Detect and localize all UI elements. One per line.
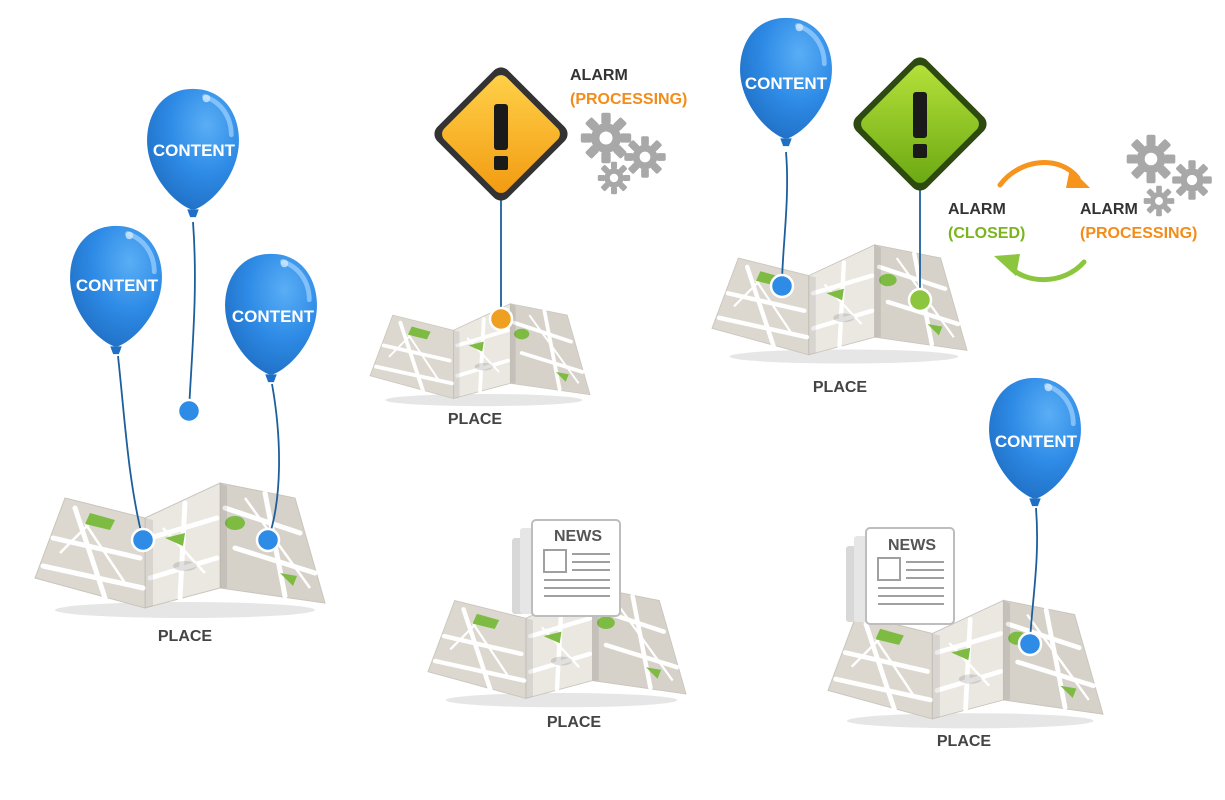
news-label: NEWS bbox=[888, 537, 936, 554]
cycle-arrow-icon bbox=[994, 160, 1090, 283]
alarm-status-processing: (PROCESSING) bbox=[1080, 225, 1197, 242]
balloon-label: CONTENT bbox=[995, 432, 1078, 451]
balloon-label: CONTENT bbox=[153, 141, 236, 160]
alarm-status-processing: (PROCESSING) bbox=[570, 91, 687, 108]
balloon-string bbox=[267, 383, 280, 541]
warning-sign-icon bbox=[434, 67, 568, 201]
balloon-icon: CONTENT bbox=[989, 378, 1081, 506]
balloon-label: CONTENT bbox=[232, 307, 315, 326]
place-label: PLACE bbox=[158, 628, 213, 645]
place-label: PLACE bbox=[547, 714, 602, 731]
pin-icon bbox=[488, 306, 514, 332]
pin-icon bbox=[176, 398, 202, 424]
alarm-label: ALARM bbox=[1080, 201, 1138, 218]
place-label: PLACE bbox=[937, 733, 992, 750]
place-label: PLACE bbox=[813, 379, 868, 396]
place-label: PLACE bbox=[448, 411, 503, 428]
balloon-string bbox=[781, 151, 788, 286]
gears-icon bbox=[580, 112, 666, 195]
map-icon bbox=[370, 304, 590, 406]
alarm-label: ALARM bbox=[948, 201, 1006, 218]
balloon-icon: CONTENT bbox=[147, 89, 239, 217]
scene-alarm-cycle: CONTENT ALARM (CLOSED) ALARM (PROCESSING… bbox=[712, 18, 1212, 396]
balloon-icon: CONTENT bbox=[70, 226, 162, 354]
alarm-status-closed: (CLOSED) bbox=[948, 225, 1025, 242]
scene-news-and-balloon: CONTENT NEWS PLACE bbox=[828, 378, 1103, 750]
map-icon bbox=[35, 483, 325, 618]
newspaper-icon: NEWS bbox=[845, 527, 955, 625]
balloon-icon: CONTENT bbox=[225, 254, 317, 382]
pin-icon bbox=[907, 287, 933, 313]
balloon-string bbox=[188, 221, 196, 411]
balloon-icon: CONTENT bbox=[740, 18, 832, 146]
gears-icon bbox=[1126, 134, 1212, 217]
scene-news-on-map: NEWS PLACE bbox=[428, 519, 686, 731]
pin-icon bbox=[1017, 631, 1043, 657]
balloon-string bbox=[1029, 507, 1038, 643]
warning-sign-icon bbox=[853, 57, 987, 191]
alarm-label: ALARM bbox=[570, 67, 628, 84]
scene-alarm-processing: ALARM (PROCESSING) PLACE bbox=[370, 67, 687, 428]
scene-balloons-on-map: CONTENT CONTENT CONTENT PLACE bbox=[35, 89, 325, 645]
balloon-label: CONTENT bbox=[745, 74, 828, 93]
pin-icon bbox=[769, 273, 795, 299]
pin-icon bbox=[130, 527, 156, 553]
newspaper-icon: NEWS bbox=[511, 519, 621, 617]
balloon-label: CONTENT bbox=[76, 276, 159, 295]
pin-icon bbox=[255, 527, 281, 553]
balloon-string bbox=[117, 355, 144, 541]
news-label: NEWS bbox=[554, 528, 602, 545]
